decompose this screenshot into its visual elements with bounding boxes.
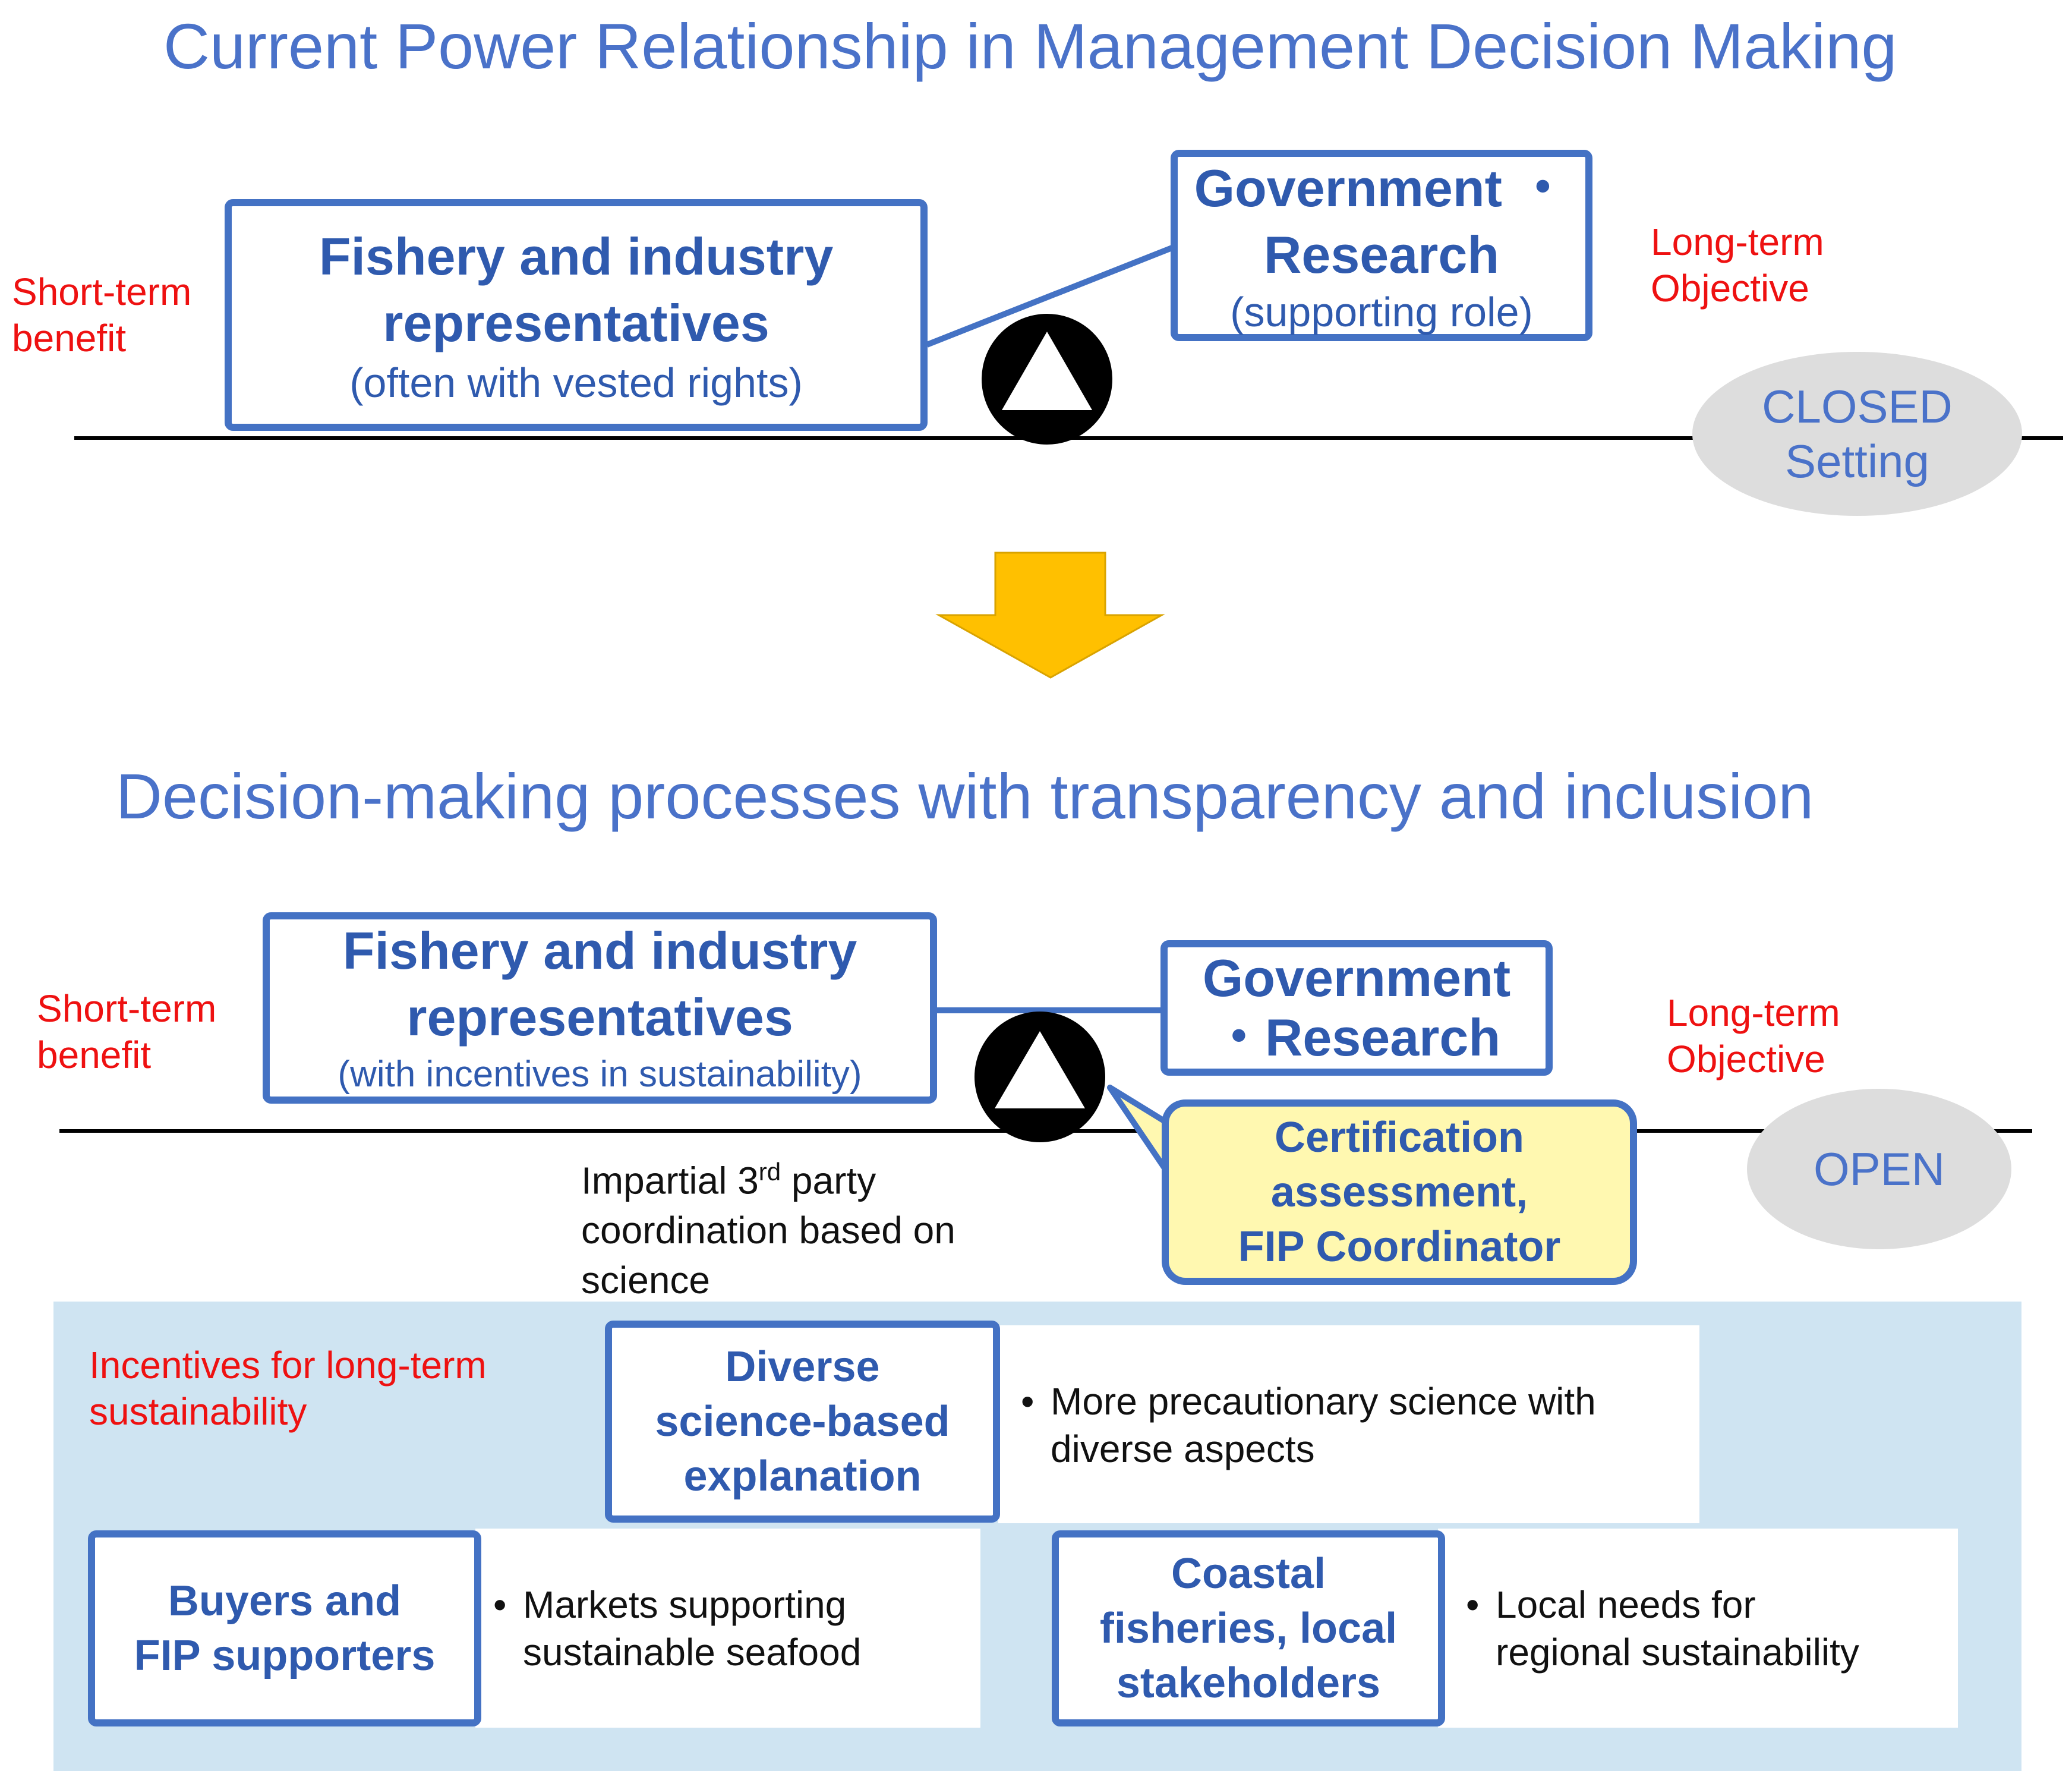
coastal-description-area — [1438, 1529, 1958, 1728]
top-closed-setting-badge: CLOSED Setting — [1692, 352, 2022, 516]
top-title: Current Power Relationship in Management… — [163, 10, 1897, 82]
coastal-bullet-item: • Local needs for regional sustainabilit… — [1466, 1583, 1859, 1674]
certification-callout-box: Certification assessment, FIP Coordinato… — [1162, 1099, 1637, 1285]
science-box: Diverse science-based explanation — [605, 1321, 1000, 1523]
bottom-ground-line — [59, 1129, 2032, 1133]
bottom-open-setting-badge: OPEN — [1747, 1089, 2011, 1249]
top-lever-bar — [926, 242, 1181, 348]
top-long-term-label: Long-term Objective — [1651, 220, 1824, 310]
top-short-term-label: Short-term benefit — [12, 270, 192, 360]
science-description-area — [998, 1325, 1699, 1523]
third-party-coordination-text: Impartial 3rd party coordination based o… — [581, 1158, 955, 1302]
top-government-box: Government ・ Research (supporting role) — [1171, 150, 1592, 341]
top-fishery-box: Fishery and industry representatives (of… — [225, 199, 928, 431]
buyers-box: Buyers and FIP supporters — [88, 1530, 481, 1726]
science-bullet-item: • More precautionary science with divers… — [1021, 1380, 1596, 1470]
incentives-label: Incentives for long-term sustainability — [89, 1344, 487, 1433]
bottom-government-box: Government ・Research — [1160, 940, 1553, 1076]
coastal-box: Coastal fisheries, local stakeholders — [1052, 1530, 1445, 1726]
buyers-bullet-item: • Markets supporting sustainable seafood — [493, 1583, 862, 1674]
bottom-short-term-label: Short-term benefit — [37, 987, 217, 1076]
bottom-title: Decision-making processes with transpare… — [116, 760, 1814, 832]
bottom-long-term-label: Long-term Objective — [1667, 991, 1840, 1080]
buyers-description-area — [475, 1529, 980, 1728]
bottom-fishery-box: Fishery and industry representatives (wi… — [263, 912, 937, 1104]
